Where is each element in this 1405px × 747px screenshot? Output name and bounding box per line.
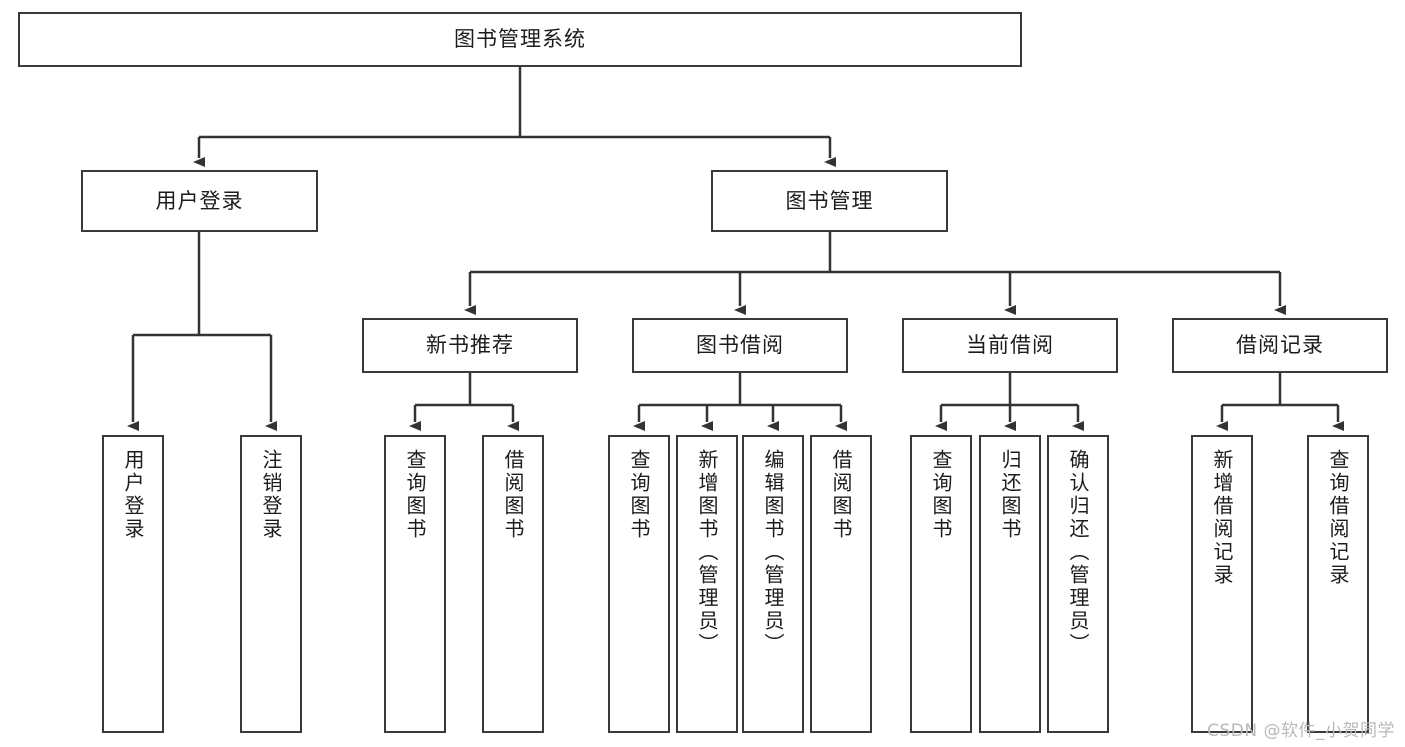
node-label: 图书借阅	[696, 333, 784, 358]
node-label: 归还图书	[998, 449, 1022, 541]
node-borrow-record[interactable]: 借阅记录	[1172, 318, 1388, 373]
node-label: 当前借阅	[966, 333, 1054, 358]
leaf-borrow-record-add[interactable]: 新增借阅记录	[1191, 435, 1253, 733]
node-current-borrow[interactable]: 当前借阅	[902, 318, 1118, 373]
node-label: 查询借阅记录	[1326, 449, 1350, 587]
leaf-current-borrow-return[interactable]: 归还图书	[979, 435, 1041, 733]
leaf-book-borrow-query[interactable]: 查询图书	[608, 435, 670, 733]
leaf-borrow-record-query[interactable]: 查询借阅记录	[1307, 435, 1369, 733]
leaf-book-borrow-edit[interactable]: 编辑图书（管理员）	[742, 435, 804, 733]
node-label: 借阅图书	[829, 449, 853, 541]
node-label: 查询图书	[627, 449, 651, 541]
node-label: 查询图书	[929, 449, 953, 541]
node-label: 图书管理系统	[454, 27, 586, 52]
node-label: 确认归还（管理员）	[1066, 449, 1090, 656]
node-label: 注销登录	[259, 449, 283, 541]
node-label: 用户登录	[121, 449, 145, 541]
leaf-current-borrow-confirm-return[interactable]: 确认归还（管理员）	[1047, 435, 1109, 733]
node-label: 用户登录	[155, 188, 244, 213]
leaf-user-login-logout[interactable]: 注销登录	[240, 435, 302, 733]
node-book-management[interactable]: 图书管理	[711, 170, 948, 232]
node-label: 编辑图书（管理员）	[761, 449, 785, 656]
node-label: 新书推荐	[426, 333, 514, 358]
node-new-book-recommend[interactable]: 新书推荐	[362, 318, 578, 373]
leaf-book-borrow-add[interactable]: 新增图书（管理员）	[676, 435, 738, 733]
node-root-system[interactable]: 图书管理系统	[18, 12, 1022, 67]
node-label: 查询图书	[403, 449, 427, 541]
node-label: 新增图书（管理员）	[695, 449, 719, 656]
node-user-login[interactable]: 用户登录	[81, 170, 318, 232]
node-label: 借阅记录	[1236, 333, 1324, 358]
leaf-new-book-query[interactable]: 查询图书	[384, 435, 446, 733]
leaf-new-book-borrow[interactable]: 借阅图书	[482, 435, 544, 733]
node-label: 借阅图书	[501, 449, 525, 541]
watermark-text: CSDN @软件_小贺同学	[1207, 721, 1395, 741]
leaf-current-borrow-query[interactable]: 查询图书	[910, 435, 972, 733]
node-book-borrow[interactable]: 图书借阅	[632, 318, 848, 373]
leaf-book-borrow-borrow[interactable]: 借阅图书	[810, 435, 872, 733]
node-label: 新增借阅记录	[1210, 449, 1234, 587]
leaf-user-login-login[interactable]: 用户登录	[102, 435, 164, 733]
node-label: 图书管理	[785, 188, 874, 213]
